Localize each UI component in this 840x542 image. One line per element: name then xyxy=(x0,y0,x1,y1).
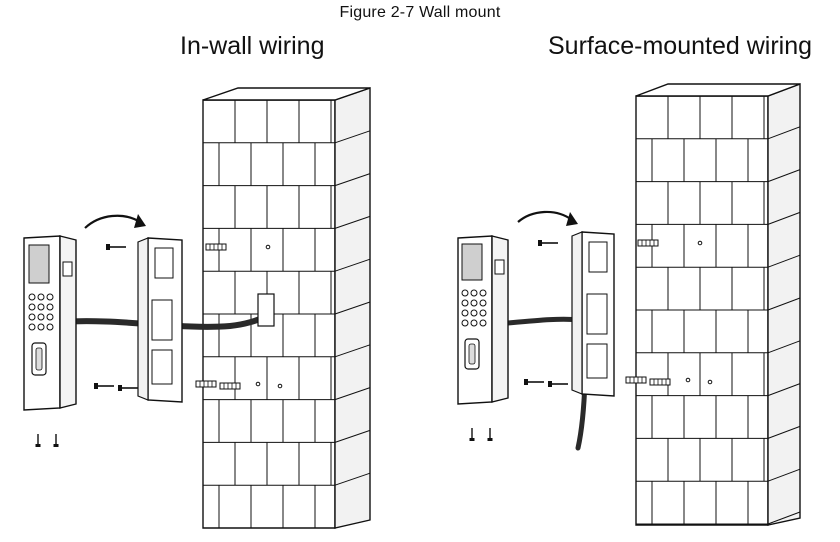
wall-anchor-icon xyxy=(649,378,671,386)
wall-cable-hole xyxy=(257,293,275,327)
mounting-bracket-left xyxy=(137,237,183,403)
curved-arrow-icon xyxy=(517,210,573,223)
screw-icon xyxy=(93,382,115,390)
device-front-left xyxy=(23,235,77,448)
device-front-right xyxy=(457,235,509,442)
cable-in-wall xyxy=(57,313,271,330)
screw-icon xyxy=(523,378,545,386)
keypad xyxy=(28,293,54,331)
bottom-screw-2 xyxy=(486,427,494,442)
wall-anchor-icon xyxy=(625,376,647,384)
panel-heading-in-wall: In-wall wiring xyxy=(180,32,325,60)
screw-icon xyxy=(547,380,569,388)
figure-caption: Figure 2-7 Wall mount xyxy=(339,4,501,21)
bottom-screw-1 xyxy=(468,427,476,442)
brick-wall-left xyxy=(202,87,371,529)
curved-arrow-icon xyxy=(84,214,141,229)
wall-anchor-icon xyxy=(195,380,217,388)
mounting-bracket-right xyxy=(571,231,615,397)
bottom-screw-1 xyxy=(34,433,42,448)
panel-heading-surface-mounted: Surface-mounted wiring xyxy=(548,32,813,60)
panel-surface-mounted xyxy=(457,82,801,526)
keypad xyxy=(461,289,487,327)
panel-in-wall xyxy=(23,87,371,529)
bottom-screw-2 xyxy=(52,433,60,448)
wall-anchor-icon xyxy=(205,243,227,251)
screw-icon xyxy=(537,239,559,247)
card-reader-icon xyxy=(62,261,73,277)
screw-icon xyxy=(105,243,127,251)
card-reader-icon xyxy=(494,259,505,275)
device-screen xyxy=(28,244,50,284)
screw-icon xyxy=(117,384,139,392)
device-screen xyxy=(461,243,483,281)
wall-anchor-icon xyxy=(637,239,659,247)
wall-anchor-icon xyxy=(219,382,241,390)
brick-wall-right xyxy=(635,82,801,526)
